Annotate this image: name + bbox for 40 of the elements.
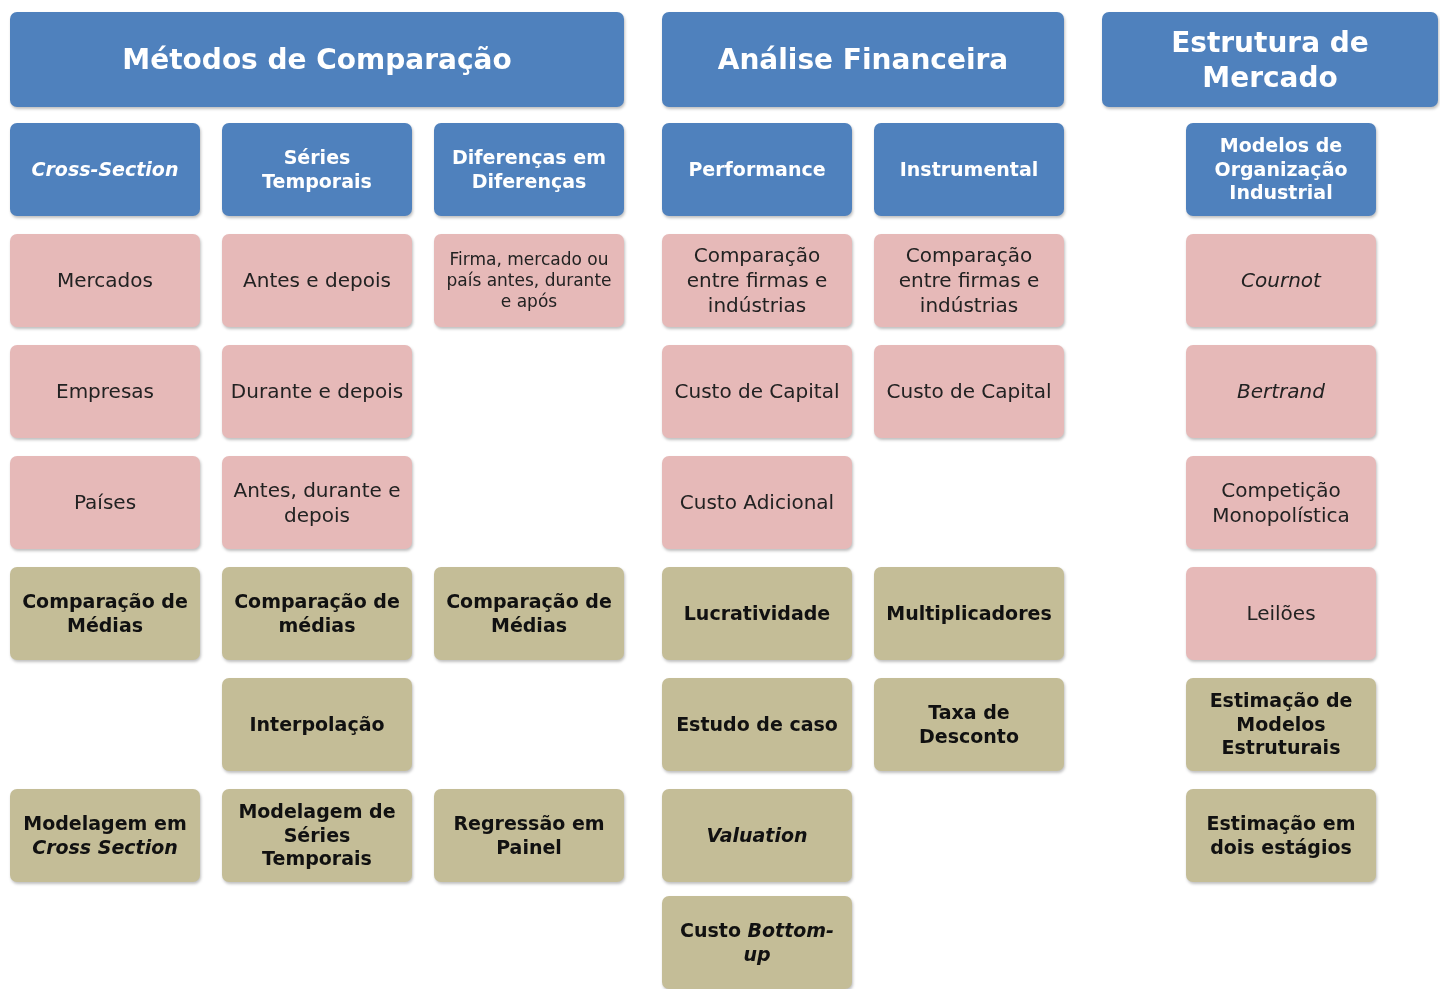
topic-box: Firma, mercado ou país antes, durante e após — [434, 234, 624, 327]
topic-box: Custo Adicional — [662, 456, 852, 549]
method-box: Comparação de médias — [222, 567, 412, 660]
topic-box: Mercados — [10, 234, 200, 327]
topic-box: Comparação entre firmas e indústrias — [874, 234, 1064, 327]
topic-box: Leilões — [1186, 567, 1376, 660]
method-box: Comparação de Médias — [10, 567, 200, 660]
topic-box: Custo de Capital — [874, 345, 1064, 438]
subcategory-box: Cross-Section — [10, 123, 200, 216]
method-box: Modelagem em Cross Section — [10, 789, 200, 882]
subcategory-box: Instrumental — [874, 123, 1064, 216]
topic-box: Custo de Capital — [662, 345, 852, 438]
topic-box: Antes e depois — [222, 234, 412, 327]
category-header: Métodos de Comparação — [10, 12, 624, 107]
topic-box: Durante e depois — [222, 345, 412, 438]
topic-box: Empresas — [10, 345, 200, 438]
method-box: Multiplicadores — [874, 567, 1064, 660]
topic-box: Bertrand — [1186, 345, 1376, 438]
subcategory-box: Séries Temporais — [222, 123, 412, 216]
subcategory-box: Modelos de Organização Industrial — [1186, 123, 1376, 216]
method-box: Estudo de caso — [662, 678, 852, 771]
method-box: Taxa de Desconto — [874, 678, 1064, 771]
topic-box: Competição Monopolística — [1186, 456, 1376, 549]
method-box: Valuation — [662, 789, 852, 882]
category-header: Estrutura de Mercado — [1102, 12, 1438, 107]
method-box: Estimação de Modelos Estruturais — [1186, 678, 1376, 771]
method-box: Estimação em dois estágios — [1186, 789, 1376, 882]
category-header: Análise Financeira — [662, 12, 1064, 107]
topic-box: Cournot — [1186, 234, 1376, 327]
topic-box: Comparação entre firmas e indústrias — [662, 234, 852, 327]
subcategory-box: Performance — [662, 123, 852, 216]
method-box: Interpolação — [222, 678, 412, 771]
topic-box: Antes, durante e depois — [222, 456, 412, 549]
method-box: Custo Bottom-up — [662, 896, 852, 989]
method-box: Modelagem de Séries Temporais — [222, 789, 412, 882]
subcategory-box: Diferenças em Diferenças — [434, 123, 624, 216]
method-box: Regressão em Painel — [434, 789, 624, 882]
topic-box: Países — [10, 456, 200, 549]
method-box: Comparação de Médias — [434, 567, 624, 660]
method-box: Lucratividade — [662, 567, 852, 660]
